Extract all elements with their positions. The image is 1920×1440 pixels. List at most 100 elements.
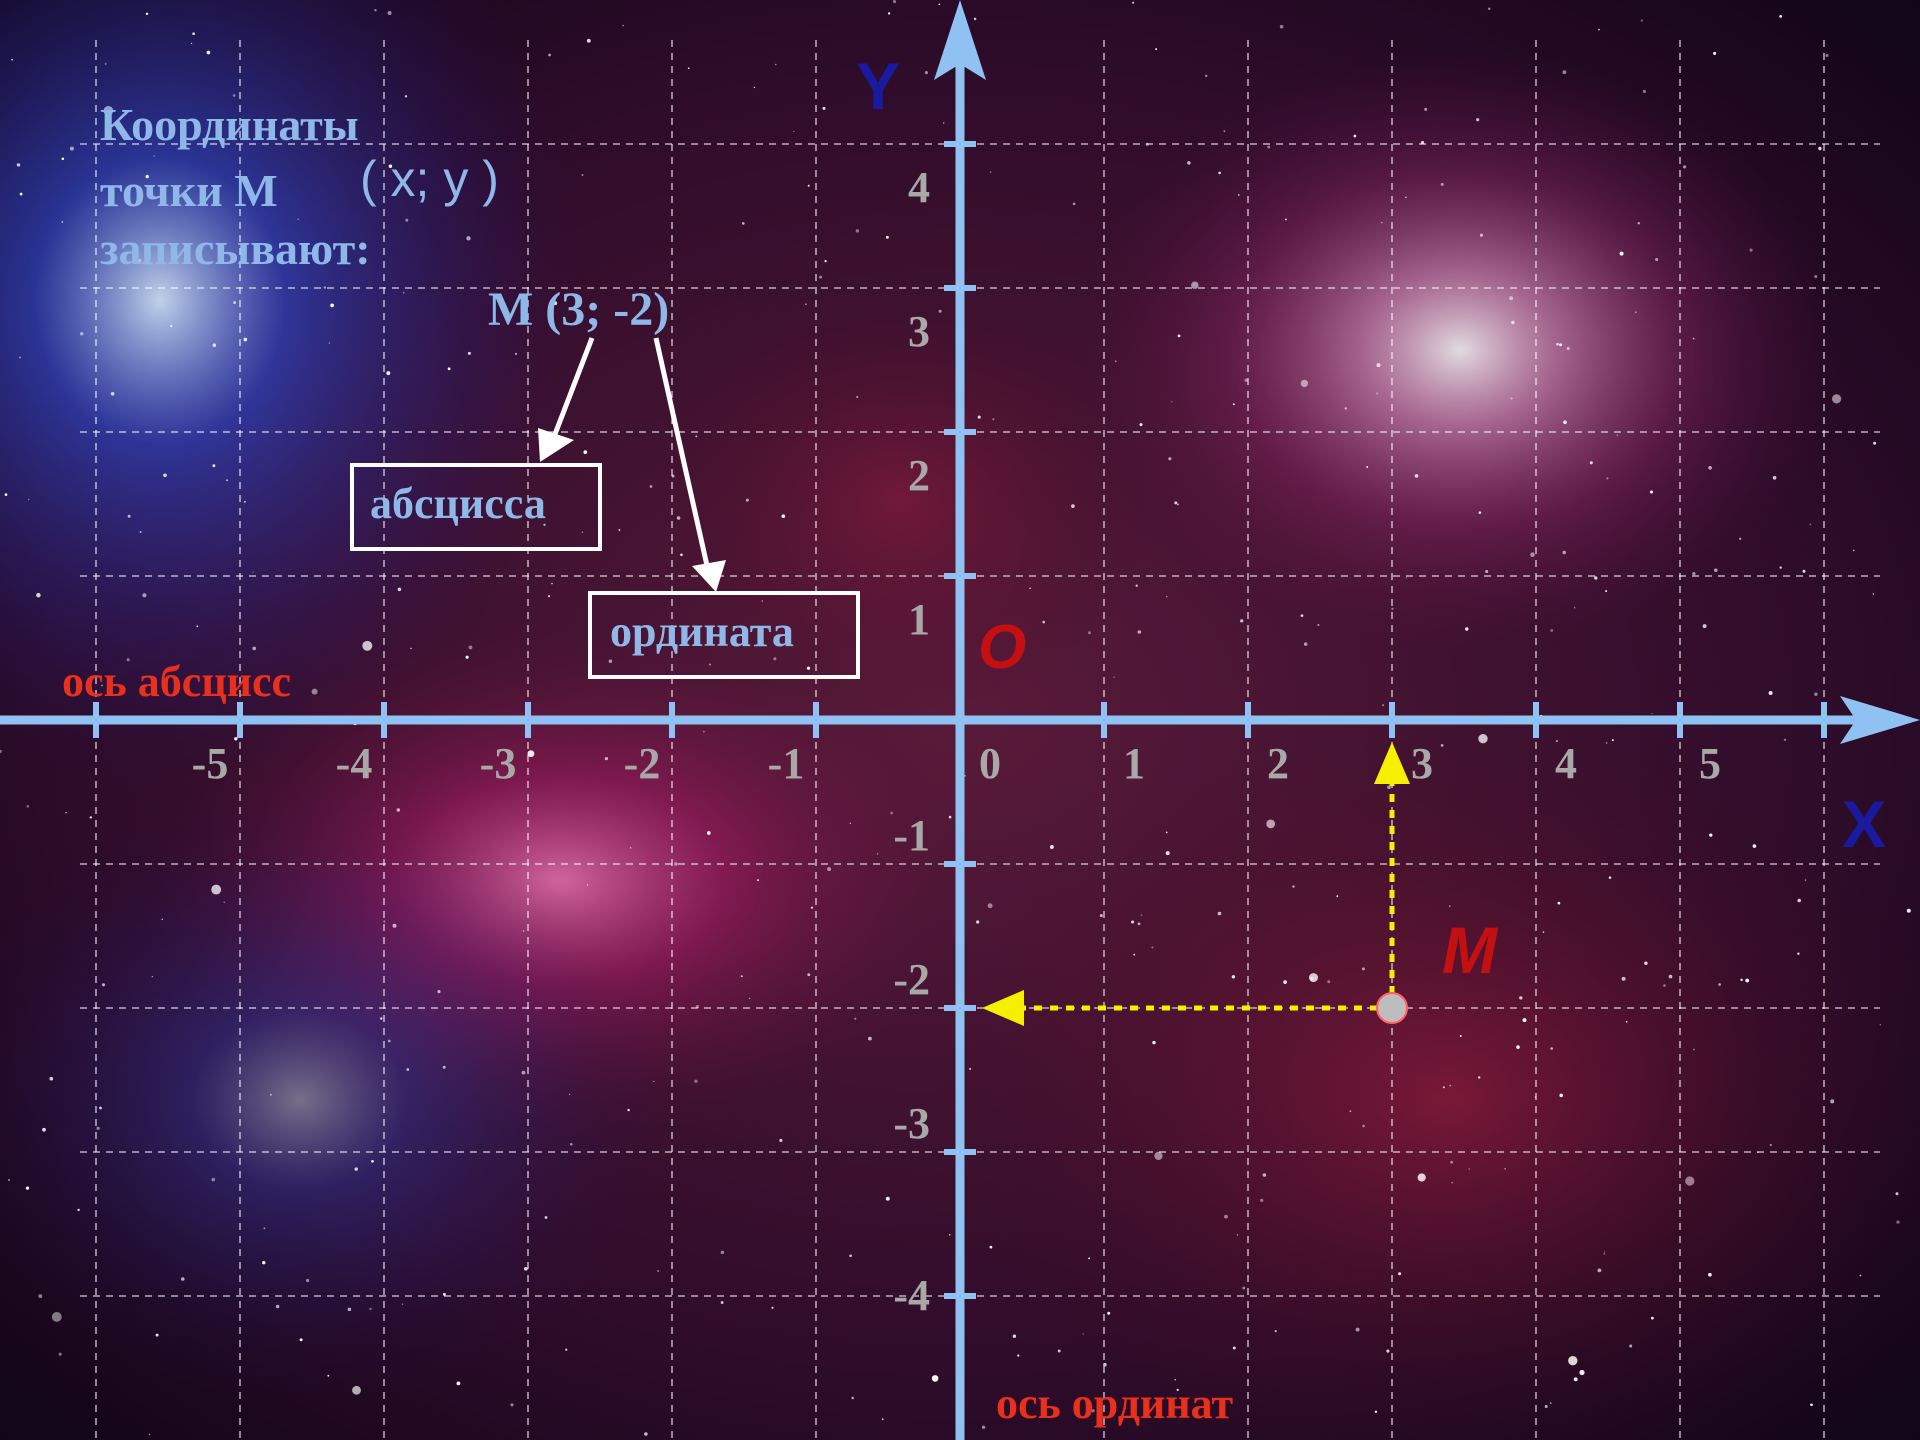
star [1797, 952, 1800, 955]
star [1140, 914, 1143, 916]
star [771, 1306, 774, 1309]
x-tick-label: 1 [1123, 739, 1145, 788]
star [142, 593, 147, 598]
star [139, 530, 142, 534]
star [1708, 465, 1712, 470]
star [1165, 851, 1170, 856]
star [1139, 423, 1143, 427]
star [1103, 1362, 1107, 1367]
star [226, 479, 228, 482]
star [992, 418, 995, 421]
star [1135, 584, 1138, 587]
x-tick-label: 2 [1267, 739, 1289, 788]
star [1174, 1379, 1176, 1381]
star [849, 1254, 852, 1258]
star [1137, 630, 1142, 634]
star [1424, 107, 1428, 111]
star [1619, 251, 1624, 256]
star [1511, 320, 1515, 325]
star [1154, 1151, 1163, 1161]
star [761, 600, 763, 602]
star [1271, 750, 1274, 753]
star [1579, 1369, 1585, 1376]
star [233, 301, 236, 304]
star [653, 1080, 655, 1082]
star [1165, 831, 1168, 834]
star [1012, 1334, 1017, 1338]
star [1057, 1349, 1061, 1353]
star [1779, 15, 1783, 18]
star [1168, 457, 1172, 461]
star [1557, 901, 1561, 905]
star [19, 356, 22, 359]
star [1797, 898, 1801, 903]
star [1440, 182, 1444, 186]
star [1625, 1020, 1628, 1023]
star [1300, 379, 1309, 388]
star [1708, 1272, 1712, 1277]
star [885, 235, 889, 239]
star [410, 647, 412, 650]
star [155, 1333, 159, 1337]
star [1896, 1220, 1900, 1224]
star [1709, 833, 1713, 837]
star [674, 862, 678, 866]
star [466, 236, 471, 241]
star [36, 592, 41, 598]
star [1603, 1253, 1605, 1255]
star [1459, 1034, 1462, 1038]
star [1218, 171, 1221, 175]
star [1563, 420, 1567, 425]
star [1327, 980, 1331, 984]
star [1739, 537, 1742, 540]
star [380, 1017, 383, 1020]
y-tick-label: 3 [908, 307, 930, 356]
star [1873, 441, 1877, 445]
star [1217, 911, 1222, 916]
intro-line-1: Координаты [100, 99, 359, 150]
x-tick-label: 3 [1411, 739, 1433, 788]
star [515, 352, 517, 355]
star [1635, 311, 1637, 314]
star [210, 261, 212, 263]
star [523, 1266, 528, 1271]
star [1450, 1160, 1454, 1164]
y-axis-arrowhead [934, 0, 986, 80]
star [1386, 1349, 1390, 1353]
star [775, 63, 777, 66]
star [99, 1106, 102, 1110]
star [1555, 739, 1558, 743]
star [924, 71, 929, 75]
star [695, 435, 698, 438]
star [77, 1208, 80, 1212]
star [949, 1234, 951, 1236]
star [1831, 394, 1842, 404]
star [1232, 403, 1235, 406]
star [1693, 1048, 1695, 1051]
star [51, 1311, 62, 1322]
star [1376, 363, 1381, 368]
star [192, 32, 195, 36]
star [781, 514, 786, 518]
star [522, 930, 525, 932]
star [1303, 642, 1308, 646]
star [49, 1076, 54, 1081]
star [1166, 596, 1168, 598]
star [347, 1307, 352, 1312]
star [548, 53, 551, 57]
star [1642, 89, 1646, 94]
star [25, 1186, 30, 1190]
x-tick-label: -3 [480, 739, 517, 788]
star [1606, 477, 1609, 480]
star [1133, 953, 1136, 956]
star [263, 1227, 266, 1230]
star [806, 666, 811, 670]
star [447, 367, 451, 371]
star [362, 640, 373, 651]
tick-marks [93, 141, 1827, 1299]
star [822, 106, 826, 110]
star [369, 1307, 372, 1311]
star [977, 415, 981, 419]
